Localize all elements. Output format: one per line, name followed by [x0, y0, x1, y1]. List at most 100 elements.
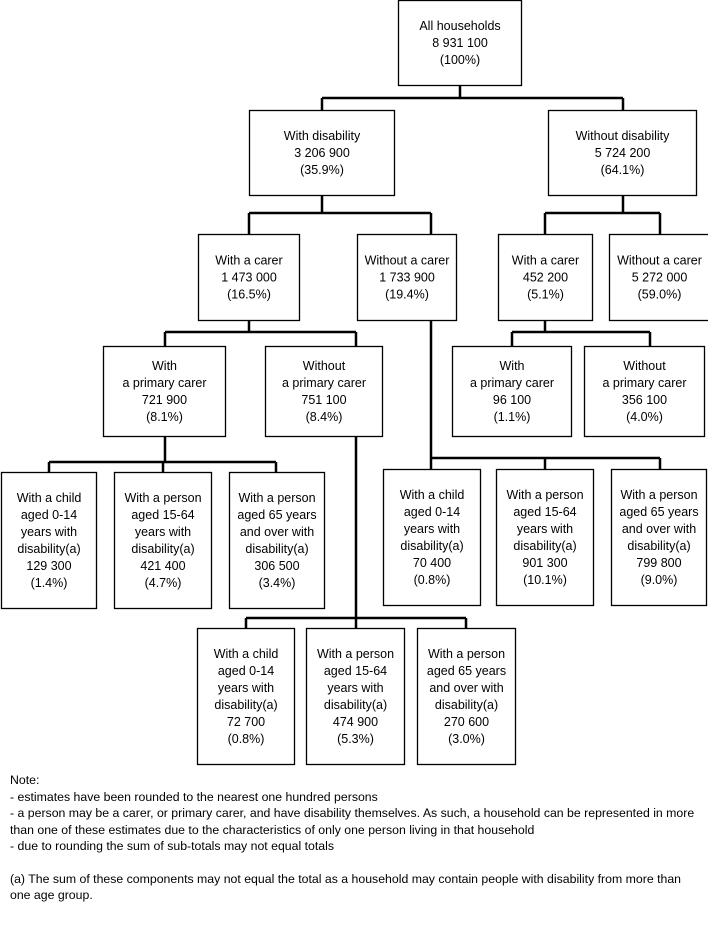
node-text-line: 5 724 200 [595, 146, 651, 160]
node-text-line: 306 500 [254, 559, 299, 573]
node-text-line: (19.4%) [385, 288, 429, 302]
node-text-line: All households [419, 19, 500, 33]
node-text-line: a primary carer [602, 376, 686, 390]
node-text-line: 799 800 [636, 556, 681, 570]
node-text-line: aged 0-14 [21, 508, 77, 522]
node-text-line: aged 0-14 [404, 505, 460, 519]
node-text-line: years with [404, 522, 460, 536]
node-text-line: disability(a) [435, 698, 498, 712]
node-all: All households 8 931 100 (100%) [397, 0, 523, 87]
node-with-disability: With disability 3 206 900 (35.9%) [248, 109, 396, 197]
node-text-line: (8.1%) [146, 410, 183, 424]
node-box [416, 627, 517, 766]
connector-lines [47, 86, 662, 628]
node-text-line: (10.1%) [523, 573, 567, 587]
node-text-line: years with [135, 525, 191, 539]
node-box [248, 109, 396, 197]
node-text-line: years with [218, 681, 274, 695]
node-box [608, 233, 708, 322]
node-text-line: (5.3%) [337, 732, 374, 746]
node-text-line: With a person [238, 491, 315, 505]
node-box [451, 345, 573, 438]
node-box [547, 109, 698, 197]
node-box [102, 345, 227, 438]
node-text-line: 751 100 [301, 393, 346, 407]
node-text-line: With a child [400, 488, 465, 502]
node-text-line: 721 900 [142, 393, 187, 407]
note-item: - a person may be a carer, or primary ca… [10, 806, 695, 837]
node-text-line: Without [623, 359, 666, 373]
node-text-line: 421 400 [140, 559, 185, 573]
node-np-65: With a person aged 65 years and over with d… [416, 627, 517, 766]
node-text-line: aged 0-14 [218, 664, 274, 678]
node-text-line: (16.5%) [227, 288, 271, 302]
node-box [0, 471, 98, 610]
node-text-line: With a carer [215, 254, 282, 268]
node-box [356, 233, 458, 322]
node-text-line: (8.4%) [306, 410, 343, 424]
node-text-line: With a person [620, 488, 697, 502]
node-text-line: and over with [622, 522, 696, 536]
node-box [382, 468, 482, 607]
notes-section: Note: - estimates have been rounded to t… [10, 772, 700, 904]
node-text-line: (0.8%) [228, 732, 265, 746]
node-text-line: disability(a) [17, 542, 80, 556]
node-text-line: (35.9%) [300, 163, 344, 177]
node-text-line: aged 65 years [619, 505, 698, 519]
footnote-a: (a) The sum of these components may not … [10, 871, 682, 903]
notes-heading: Note: [10, 773, 40, 787]
node-text-line: aged 65 years [237, 508, 316, 522]
note-item: - due to rounding the sum of sub-totals … [10, 839, 335, 853]
node-text-line: With a person [428, 647, 505, 661]
node-box [583, 345, 706, 438]
node-text-line: and over with [429, 681, 503, 695]
node-text-line: 1 733 900 [379, 271, 435, 285]
node-text-line: a primary carer [122, 376, 206, 390]
node-text-line: 901 300 [522, 556, 567, 570]
node-text-line: disability(a) [245, 542, 308, 556]
node-text-line: 70 400 [413, 556, 451, 570]
node-text-line: (64.1%) [601, 163, 645, 177]
node-text-line: 8 931 100 [432, 36, 488, 50]
node-text-line: (100%) [440, 53, 480, 67]
node-box [495, 468, 595, 607]
node-box [610, 468, 708, 607]
node-text-line: (3.4%) [259, 576, 296, 590]
node-text-line: disability(a) [131, 542, 194, 556]
node-text-line: 3 206 900 [294, 146, 350, 160]
node-box [197, 233, 301, 322]
node-text-line: (59.0%) [638, 288, 682, 302]
node-box [264, 345, 384, 438]
node-text-line: With a person [317, 647, 394, 661]
node-text-line: With a child [214, 647, 279, 661]
node-text-line: (3.0%) [448, 732, 485, 746]
node-text-line: disability(a) [400, 539, 463, 553]
node-text-line: With a child [17, 491, 82, 505]
node-text-line: (1.4%) [31, 576, 68, 590]
node-text-line: disability(a) [513, 539, 576, 553]
node-text-line: Without a carer [617, 254, 702, 268]
node-text-line: years with [517, 522, 573, 536]
node-text-line: With a person [506, 488, 583, 502]
node-text-line: (4.7%) [145, 576, 182, 590]
node-box [305, 627, 406, 766]
node-text-line: Without a carer [365, 254, 450, 268]
node-text-line: With [500, 359, 525, 373]
node-text-line: 129 300 [26, 559, 71, 573]
node-text-line: With disability [284, 129, 361, 143]
node-text-line: aged 65 years [427, 664, 506, 678]
